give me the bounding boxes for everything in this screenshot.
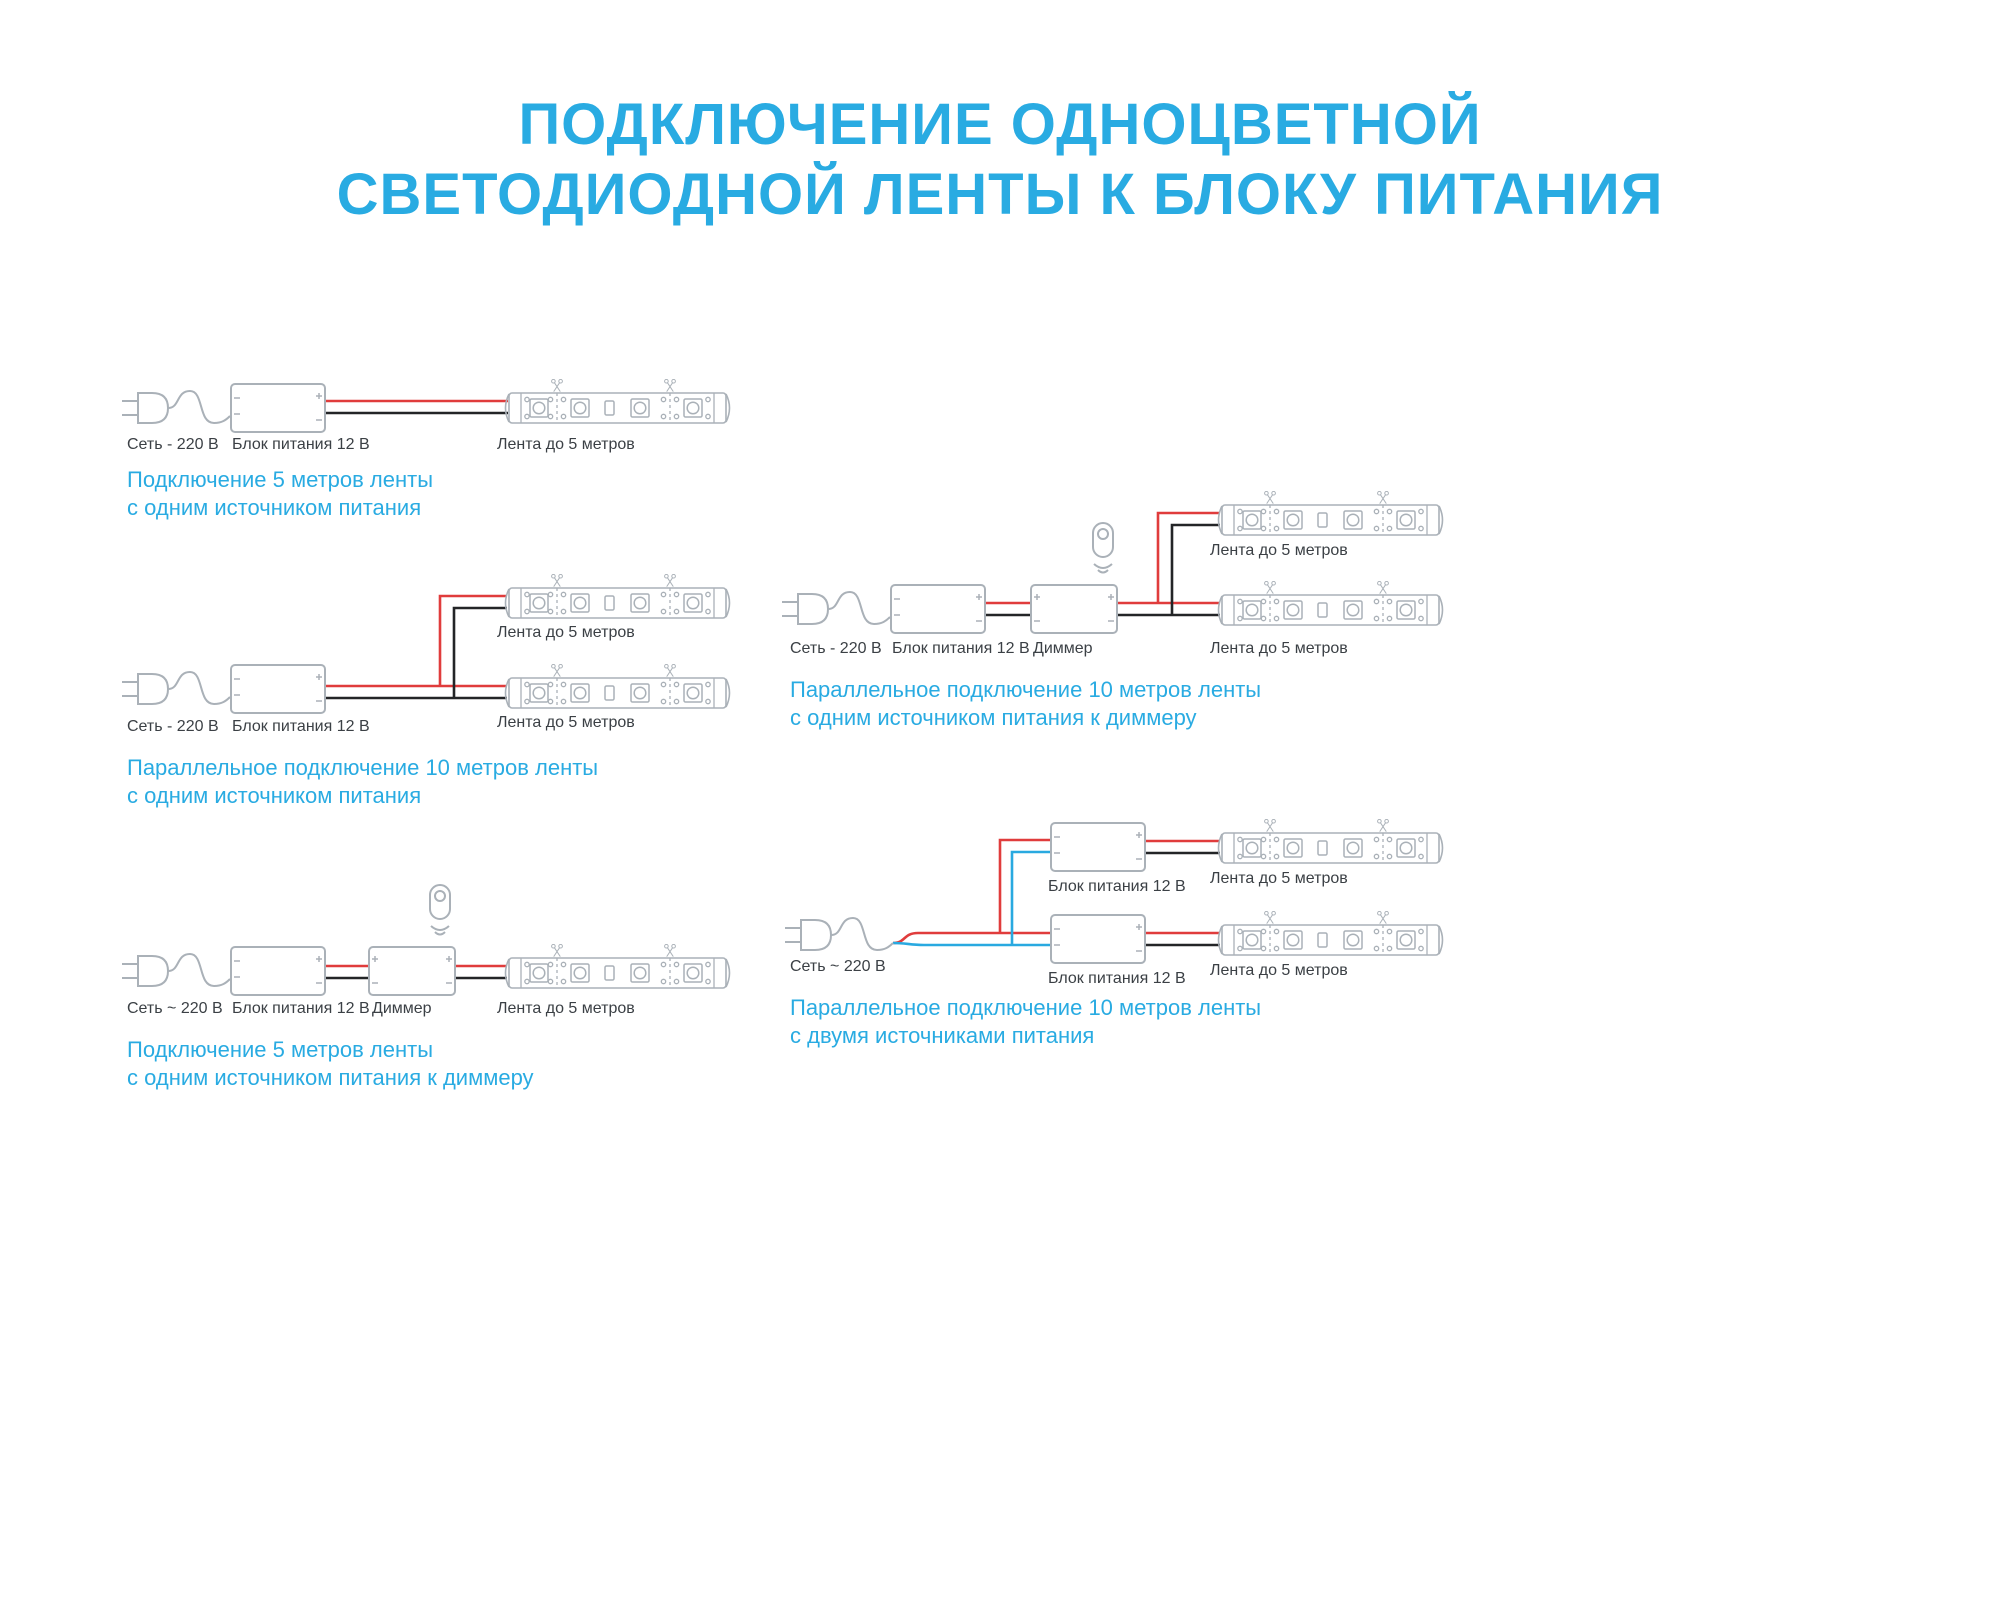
remote-icon [1092,522,1114,574]
label-psu: Блок питания 12 В [892,640,1030,657]
caption-line1: Подключение 5 метров ленты [127,1037,434,1062]
label-mains: Сеть - 220 В [790,640,882,657]
caption-line1: Параллельное подключение 10 метров ленты [127,755,599,780]
label-strip-bottom: Лента до 5 метров [497,714,635,731]
label-mains: Сеть ~ 220 В [127,1000,223,1017]
plug-icon [122,953,231,987]
psu-box [1050,822,1146,872]
remote-icon [429,884,451,936]
caption-line2: с одним источником питания к диммеру [790,705,1197,730]
diagram-parallel-10m-two-psu [785,819,1443,964]
caption-line1: Параллельное подключение 10 метров ленты [790,995,1262,1020]
psu-box [230,946,326,996]
led-strip [506,664,730,708]
caption-single-5m: Подключение 5 метров ленты с одним источ… [127,466,433,522]
label-dimmer: Диммер [1033,640,1093,657]
caption-parallel-10m-two-psu: Параллельное подключение 10 метров ленты… [790,994,1261,1050]
label-psu: Блок питания 12 В [232,436,370,453]
led-strip [1219,911,1443,955]
label-mains: Сеть ~ 220 В [790,958,886,975]
diagram-single-5m [122,379,730,433]
led-strip [506,574,730,618]
page-title: ПОДКЛЮЧЕНИЕ ОДНОЦВЕТНОЙ СВЕТОДИОДНОЙ ЛЕН… [0,90,2000,230]
caption-parallel-10m-one-psu: Параллельное подключение 10 метров ленты… [127,754,598,810]
label-strip-bottom: Лента до 5 метров [1210,962,1348,979]
plug-icon [122,671,231,705]
label-strip-top: Лента до 5 метров [1210,542,1348,559]
led-strip [1219,491,1443,535]
label-psu: Блок питания 12 В [232,718,370,735]
plug-icon [785,917,894,951]
led-strip [506,944,730,988]
plug-icon [782,591,891,625]
caption-line2: с одним источником питания [127,495,422,520]
psu-box [230,383,326,433]
psu-box [230,664,326,714]
caption-line1: Параллельное подключение 10 метров ленты [790,677,1262,702]
caption-single-5m-dimmer: Подключение 5 метров ленты с одним источ… [127,1036,534,1092]
diagram-parallel-10m-dimmer [782,491,1443,634]
label-dimmer: Диммер [372,1000,432,1017]
label-mains: Сеть - 220 В [127,436,219,453]
caption-line1: Подключение 5 метров ленты [127,467,434,492]
label-psu-top: Блок питания 12 В [1048,878,1186,895]
page-title-line2: СВЕТОДИОДНОЙ ЛЕНТЫ К БЛОКУ ПИТАНИЯ [336,162,1664,227]
label-strip-bottom: Лента до 5 метров [1210,640,1348,657]
label-psu: Блок питания 12 В [232,1000,370,1017]
led-strip [506,379,730,423]
caption-line2: с одним источником питания к диммеру [127,1065,534,1090]
label-strip-top: Лента до 5 метров [1210,870,1348,887]
label-strip: Лента до 5 метров [497,1000,635,1017]
label-strip-top: Лента до 5 метров [497,624,635,641]
psu-box [1050,914,1146,964]
caption-line2: с двумя источниками питания [790,1023,1095,1048]
led-strip [1219,819,1443,863]
plug-icon [122,390,231,424]
psu-box [890,584,986,634]
caption-parallel-10m-dimmer: Параллельное подключение 10 метров ленты… [790,676,1261,732]
led-strip [1219,581,1443,625]
diagram-parallel-10m-one-psu [122,574,730,714]
page-title-line1: ПОДКЛЮЧЕНИЕ ОДНОЦВЕТНОЙ [518,92,1482,157]
diagram-single-5m-dimmer [122,884,730,996]
label-strip: Лента до 5 метров [497,436,635,453]
caption-line2: с одним источником питания [127,783,422,808]
dimmer-box [1030,584,1118,634]
label-psu-bottom: Блок питания 12 В [1048,970,1186,987]
dimmer-box [368,946,456,996]
label-mains: Сеть - 220 В [127,718,219,735]
